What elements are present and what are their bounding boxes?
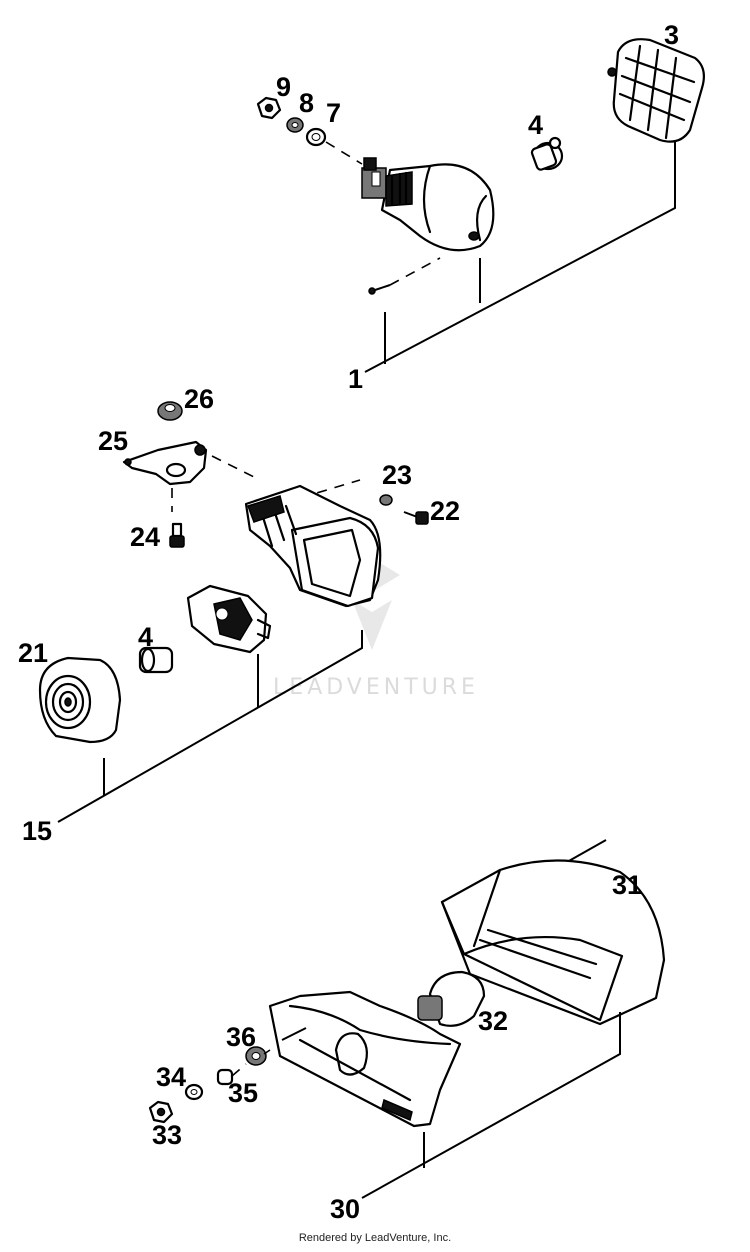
callout-22: 22 bbox=[430, 496, 460, 526]
part-32-bulb bbox=[417, 970, 486, 1027]
part-22-screw bbox=[403, 511, 429, 525]
callout-1: 1 bbox=[348, 364, 363, 394]
callout-9: 9 bbox=[276, 72, 291, 102]
callout-35: 35 bbox=[228, 1078, 258, 1108]
footer-credit: Rendered by LeadVenture, Inc. bbox=[298, 1232, 452, 1244]
part-24-bolt bbox=[169, 522, 185, 548]
callout-26: 26 bbox=[184, 384, 214, 414]
callout-21: 21 bbox=[18, 638, 48, 668]
part-4-bulb bbox=[530, 136, 564, 171]
assembly-15-rear-turn-signal bbox=[38, 401, 429, 823]
callout-32: 32 bbox=[478, 1006, 508, 1036]
part-screw bbox=[368, 284, 391, 295]
assembly-1-front-turn-signal bbox=[256, 38, 705, 373]
watermark-text: LEADVENTURE bbox=[273, 675, 479, 700]
part-34-washer bbox=[184, 1083, 204, 1101]
part-33-nut bbox=[148, 1100, 174, 1124]
callout-30: 30 bbox=[330, 1194, 360, 1224]
part-35-collar bbox=[216, 1068, 234, 1086]
callout-34: 34 bbox=[156, 1062, 186, 1092]
callout-33: 33 bbox=[152, 1120, 182, 1150]
callout-31: 31 bbox=[612, 870, 642, 900]
callout-labels: 1 3 4 7 8 9 15 21 22 23 4 24 25 26 30 31… bbox=[18, 20, 679, 1224]
part-socket bbox=[186, 584, 272, 654]
assembly-30-tail-light bbox=[148, 839, 666, 1199]
callout-8: 8 bbox=[299, 88, 314, 118]
callout-3: 3 bbox=[664, 20, 679, 50]
callout-4-rear: 4 bbox=[138, 622, 153, 652]
part-26-grommet bbox=[157, 401, 183, 421]
callout-15: 15 bbox=[22, 816, 52, 846]
callout-23: 23 bbox=[382, 460, 412, 490]
part-30-housing bbox=[268, 990, 462, 1128]
callout-24: 24 bbox=[130, 522, 160, 552]
part-8-washer bbox=[286, 117, 304, 133]
part-9-nut bbox=[256, 96, 282, 120]
part-7-washer bbox=[305, 127, 327, 147]
part-21-lens bbox=[38, 656, 122, 744]
part-3-lens bbox=[607, 38, 705, 143]
part-23-washer bbox=[379, 494, 393, 506]
part-4-bulb-rear bbox=[138, 646, 174, 674]
part-1-housing bbox=[361, 157, 495, 252]
part-25-bracket bbox=[122, 440, 208, 486]
part-rear-signal-housing bbox=[244, 484, 382, 608]
callout-4-front: 4 bbox=[528, 110, 543, 140]
part-36-spacer bbox=[245, 1046, 267, 1066]
callout-36: 36 bbox=[226, 1022, 256, 1052]
callout-7: 7 bbox=[326, 98, 341, 128]
callout-25: 25 bbox=[98, 426, 128, 456]
part-31-lens bbox=[440, 859, 666, 1026]
